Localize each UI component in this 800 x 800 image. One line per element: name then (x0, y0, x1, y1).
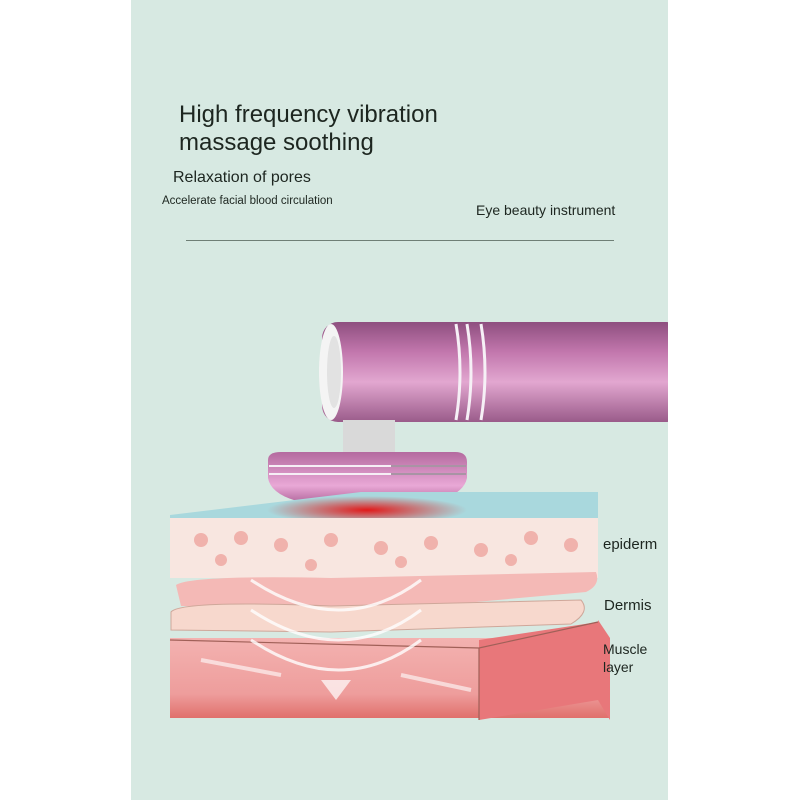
feature-pores: Relaxation of pores (173, 169, 311, 186)
headline-line-1: High frequency vibration (179, 101, 438, 128)
skin-layers (169, 492, 610, 720)
feature-circulation: Accelerate facial blood circulation (162, 195, 333, 207)
label-muscle-line-1: Muscle (603, 641, 648, 657)
device-neck (343, 420, 395, 454)
headline-line-2: massage soothing (179, 129, 374, 156)
device-handle (319, 322, 668, 422)
label-dermis: Dermis (604, 597, 652, 614)
skin-device-illustration (169, 322, 668, 720)
product-panel: High frequency vibration massage soothin… (131, 0, 668, 800)
product-name: Eye beauty instrument (476, 202, 616, 218)
label-epidermis: epiderm (603, 536, 658, 553)
label-muscle-line-2: layer (603, 659, 634, 675)
divider (186, 240, 614, 241)
